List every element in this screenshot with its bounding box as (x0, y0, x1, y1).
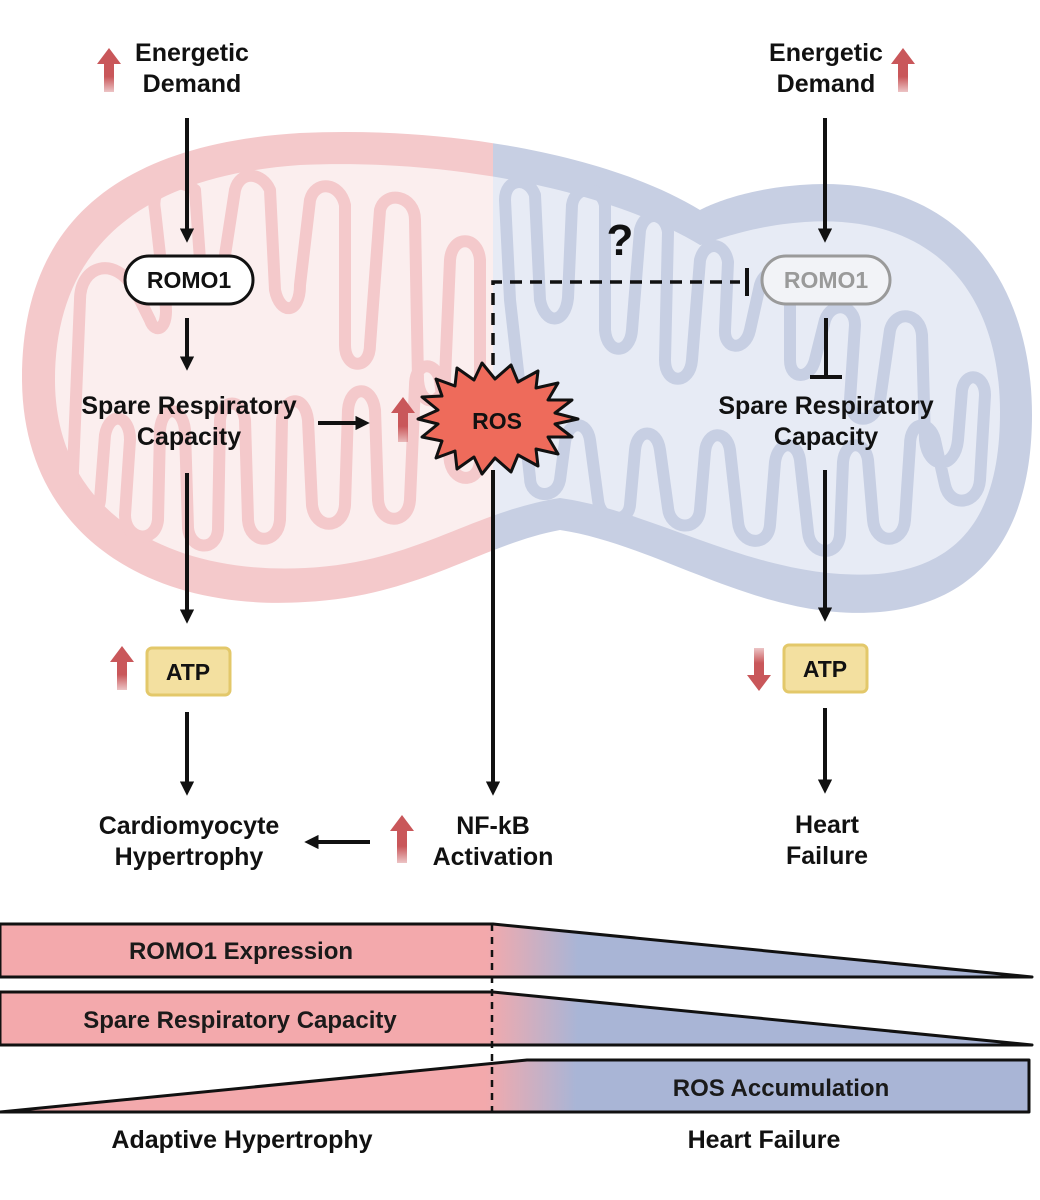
romo1-box-left (123, 254, 255, 306)
energetic-demand-label-right-2: Demand (777, 70, 876, 98)
dashed-inhibition-line (491, 280, 740, 365)
demand-up-arrow-right (891, 48, 915, 92)
energetic-demand-label-left-2: Demand (143, 70, 242, 98)
heart-failure-stage-label: Heart Failure (688, 1126, 841, 1154)
nfkb-up-arrow (390, 815, 414, 863)
romo1-label-right: ROMO1 (784, 267, 869, 293)
nfkb-activation-label: NF-kB (456, 812, 530, 840)
spare-respiratory-capacity-label-right-2: Capacity (774, 423, 878, 451)
atp-box-left (145, 646, 232, 697)
romo1-label-left: ROMO1 (147, 267, 232, 293)
ros-burst-icon (416, 361, 580, 476)
spare-respiratory-capacity-label-right: Spare Respiratory (718, 392, 933, 420)
question-mark: ? (607, 216, 634, 265)
demand-up-arrow-left (97, 48, 121, 92)
romo1-expression-bar (0, 922, 1034, 979)
nfkb-activation-label-2: Activation (433, 843, 554, 871)
atp-up-arrow-left (110, 646, 134, 690)
adaptive-hypertrophy-label: Adaptive Hypertrophy (111, 1126, 372, 1154)
center-pathway: ROS ? NF-kB Activation (304, 216, 749, 871)
spare-respiratory-capacity-label-left-2: Capacity (137, 423, 241, 451)
ros-label: ROS (472, 408, 522, 434)
spare-respiratory-capacity-bar (0, 990, 1034, 1047)
left-pathway: Energetic Demand ROMO1 Spare Respiratory… (81, 39, 415, 871)
progression-bars: ROMO1 Expression Spare Respiratory Capac… (0, 922, 1034, 1114)
right-pathway: Energetic Demand ROMO1 Spare Respiratory… (718, 39, 933, 870)
atp-down-arrow-right (747, 648, 771, 691)
atp-box-right (782, 643, 869, 694)
energetic-demand-label-right: Energetic (769, 39, 883, 67)
atp-label-right: ATP (803, 656, 847, 682)
cardiomyocyte-hypertrophy-label: Cardiomyocyte (99, 812, 280, 840)
ros-accumulation-bar (0, 1058, 1031, 1114)
energetic-demand-label-left: Energetic (135, 39, 249, 67)
romo1-expression-label: ROMO1 Expression (129, 938, 353, 965)
ros-up-arrow (391, 397, 415, 442)
spare-respiratory-capacity-bar-label: Spare Respiratory Capacity (83, 1007, 397, 1034)
cardiomyocyte-hypertrophy-label-2: Hypertrophy (115, 843, 264, 871)
ros-accumulation-label: ROS Accumulation (673, 1075, 889, 1102)
spare-respiratory-capacity-label-left: Spare Respiratory (81, 392, 296, 420)
heart-failure-label: Heart (795, 811, 860, 839)
heart-failure-label-2: Failure (786, 842, 868, 870)
romo1-box-right (760, 254, 892, 306)
mitochondrion (22, 131, 1032, 613)
atp-label-left: ATP (166, 659, 210, 685)
